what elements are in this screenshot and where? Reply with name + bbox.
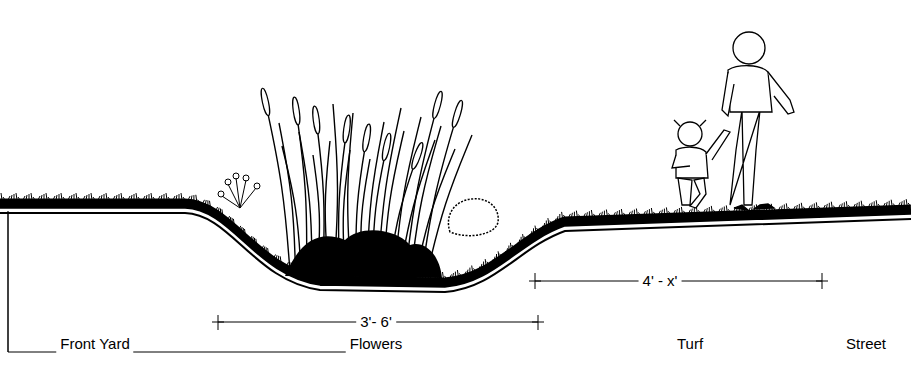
plants	[260, 88, 472, 278]
seed-head	[431, 91, 444, 120]
area-label: Turf	[673, 335, 707, 353]
flower-plant	[218, 173, 260, 208]
grass-texture	[1, 193, 910, 279]
seed-head	[361, 124, 372, 153]
frame-line	[7, 205, 9, 352]
adult-figure	[722, 32, 794, 210]
plant-base	[285, 230, 442, 278]
seed-head	[312, 106, 321, 135]
grass-blade	[265, 100, 290, 272]
dimension-line	[529, 273, 828, 289]
shrub	[448, 199, 498, 236]
seed-head	[291, 97, 301, 126]
area-label: Flowers	[346, 335, 407, 353]
child-figure	[672, 120, 730, 208]
seed-head	[451, 100, 465, 129]
dimension-label: 4' - x'	[639, 272, 682, 290]
dimension-label: 3'- 6'	[356, 313, 396, 331]
area-label: Front Yard	[56, 335, 133, 353]
area-label: Street	[842, 335, 890, 353]
seed-head	[260, 88, 272, 117]
grass-blades	[1, 193, 910, 279]
